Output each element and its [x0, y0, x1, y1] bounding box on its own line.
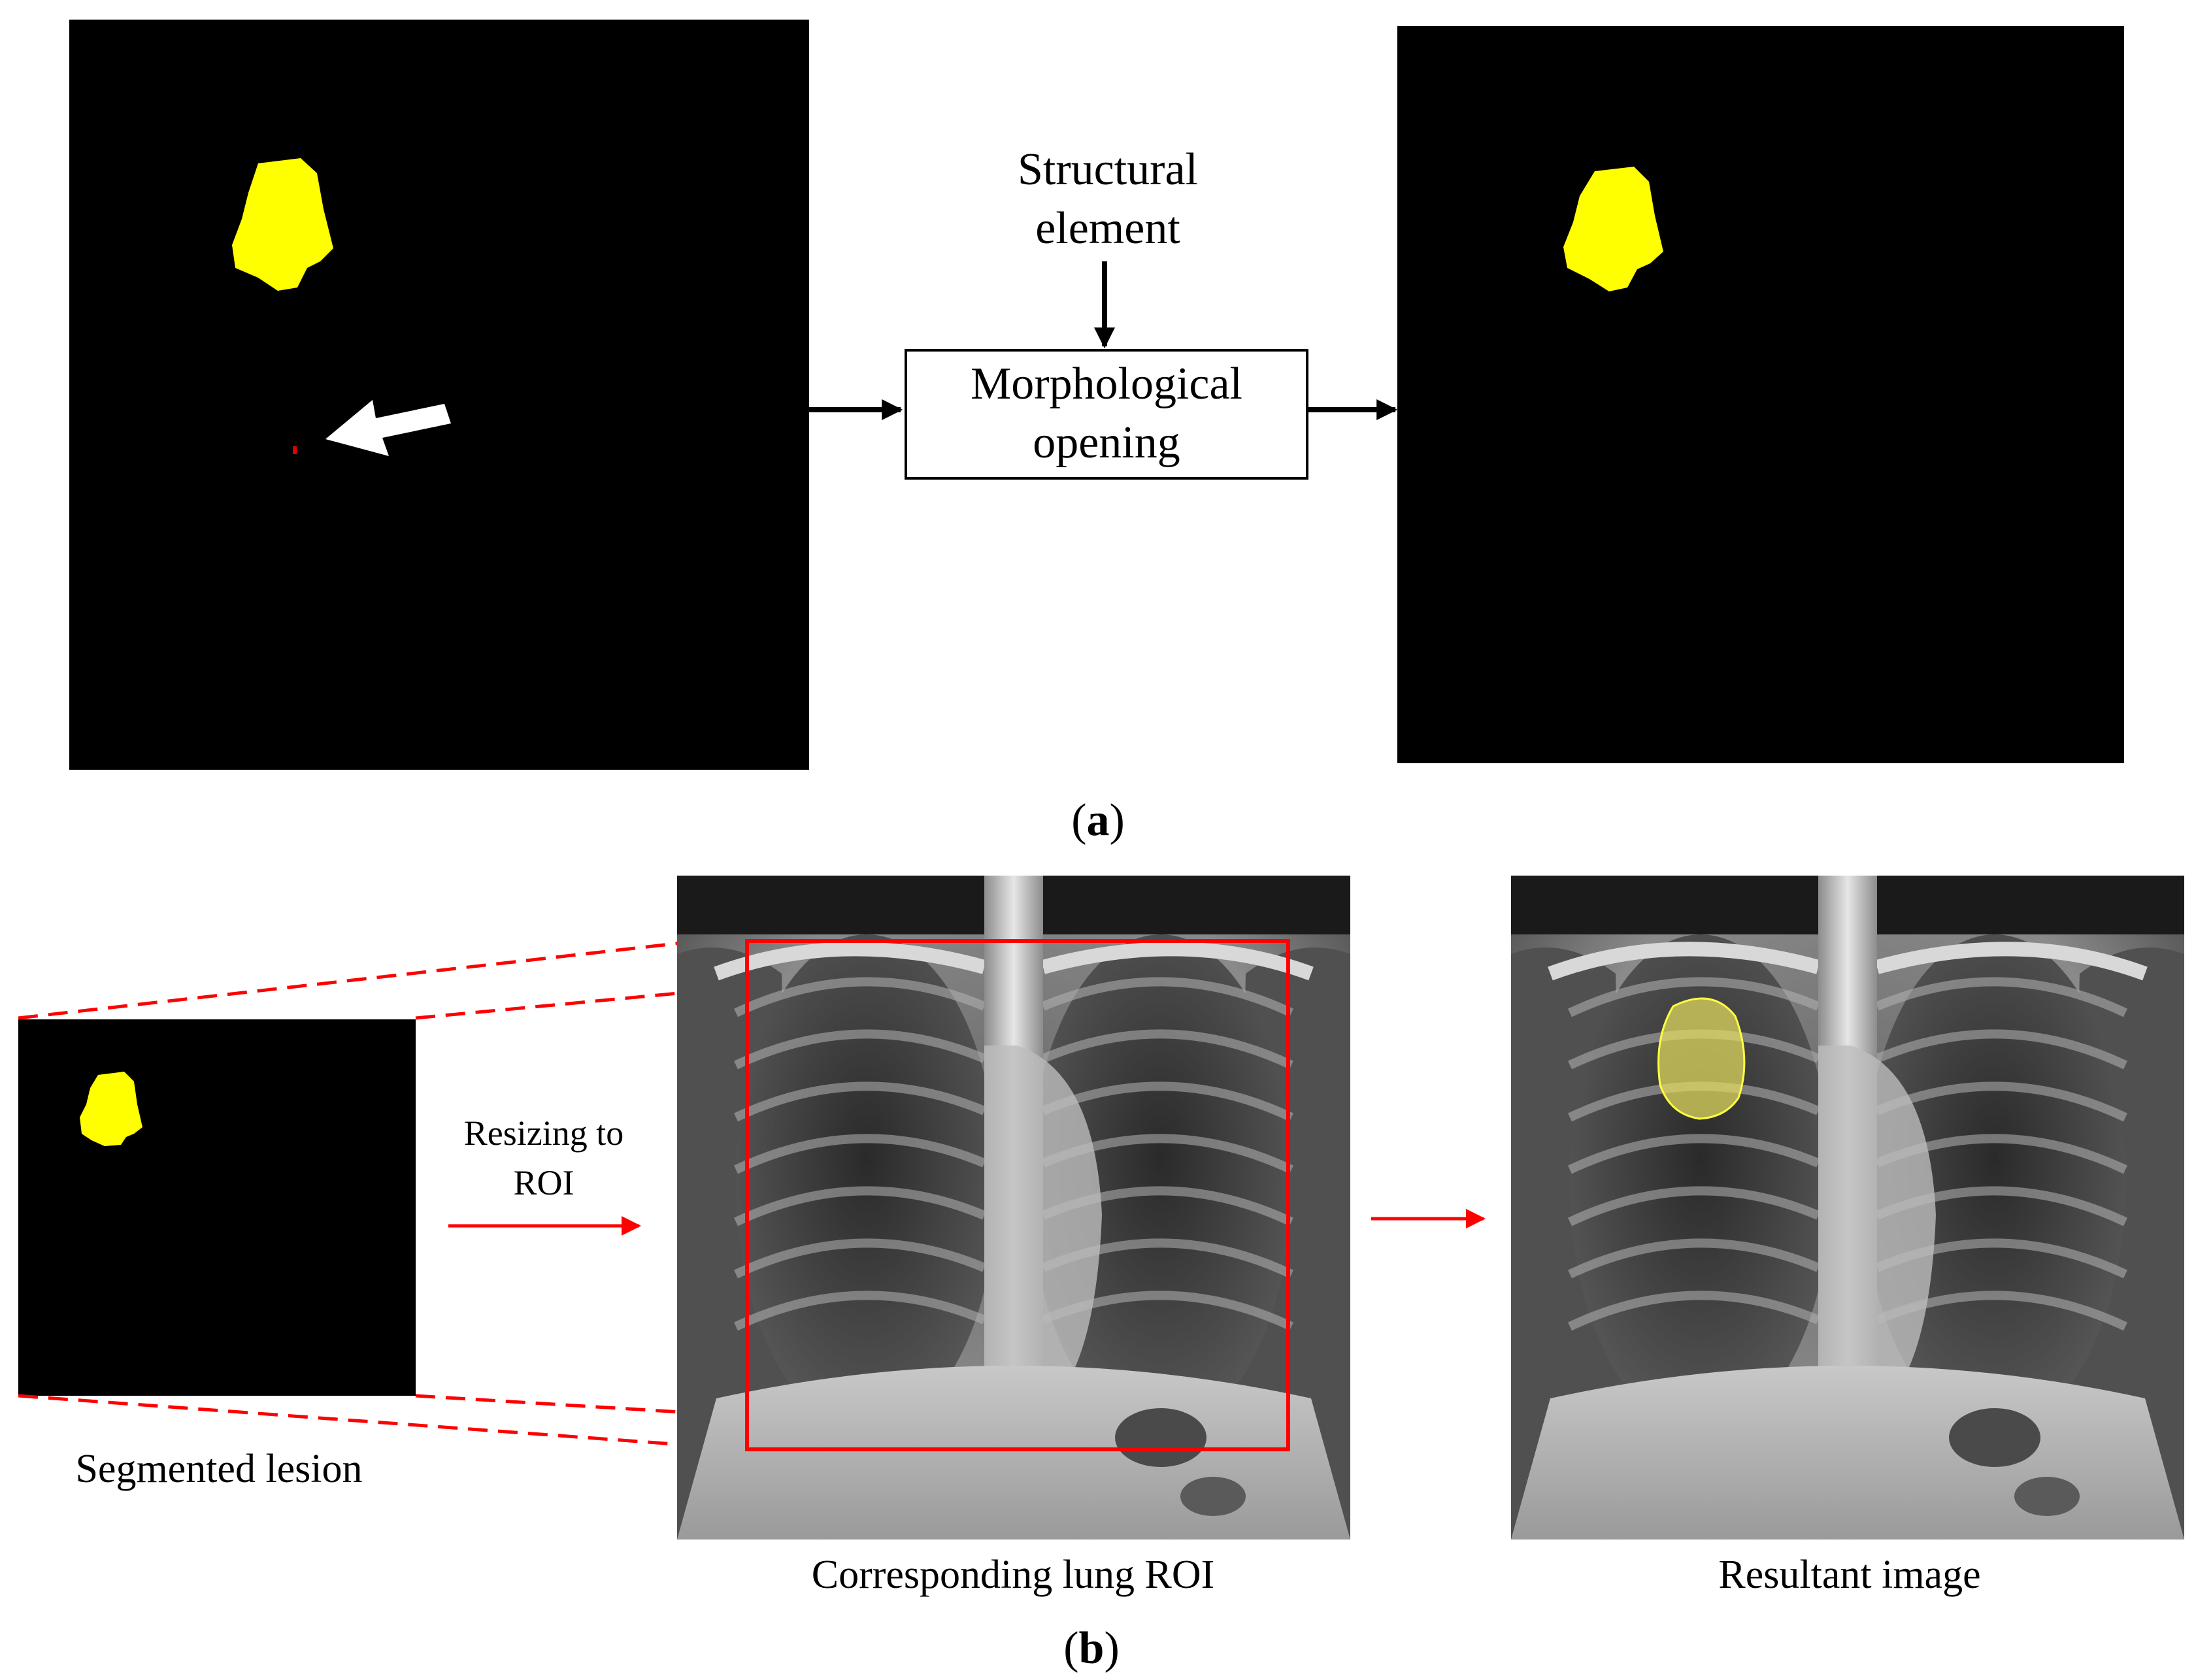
process-line2: opening	[1033, 418, 1180, 468]
panel-a: Structural element Morphological opening…	[69, 20, 2124, 846]
panel-a-label: (a)	[1071, 795, 1125, 846]
process-line1: Morphological	[971, 359, 1242, 409]
segmented-lesion-mask	[18, 1019, 416, 1396]
result-caption: Resultant image	[1718, 1553, 1980, 1597]
output-mask	[1397, 26, 2124, 763]
output-lesion-blob	[1563, 167, 1663, 291]
resize-line2: ROI	[514, 1163, 574, 1202]
roi-caption: Corresponding lung ROI	[812, 1553, 1215, 1597]
segmented-lesion-caption: Segmented lesion	[75, 1447, 362, 1491]
morphological-opening-box	[905, 349, 1308, 480]
structural-element-line1: Structural	[1018, 144, 1198, 195]
input-mask	[69, 20, 809, 770]
lesion-overlay	[1657, 997, 1746, 1120]
lung-roi-box	[745, 939, 1290, 1451]
white-pointer-arrow	[325, 400, 451, 456]
resultant-xray	[1511, 876, 2184, 1540]
panel-b: Segmented lesion Resizing to ROI Corresp…	[18, 876, 2184, 1673]
input-lesion-blob	[232, 158, 333, 291]
lung-roi-xray	[677, 876, 1350, 1540]
noise-pixel	[293, 446, 297, 454]
resize-line1: Resizing to	[464, 1113, 624, 1153]
panel-b-label: (b)	[1063, 1623, 1120, 1673]
structural-element-line2: element	[1035, 203, 1180, 254]
dashed-guide-bottom-1	[18, 1394, 747, 1458]
segmented-lesion-blob	[80, 1072, 142, 1146]
dashed-guide-top-1	[18, 928, 747, 1020]
